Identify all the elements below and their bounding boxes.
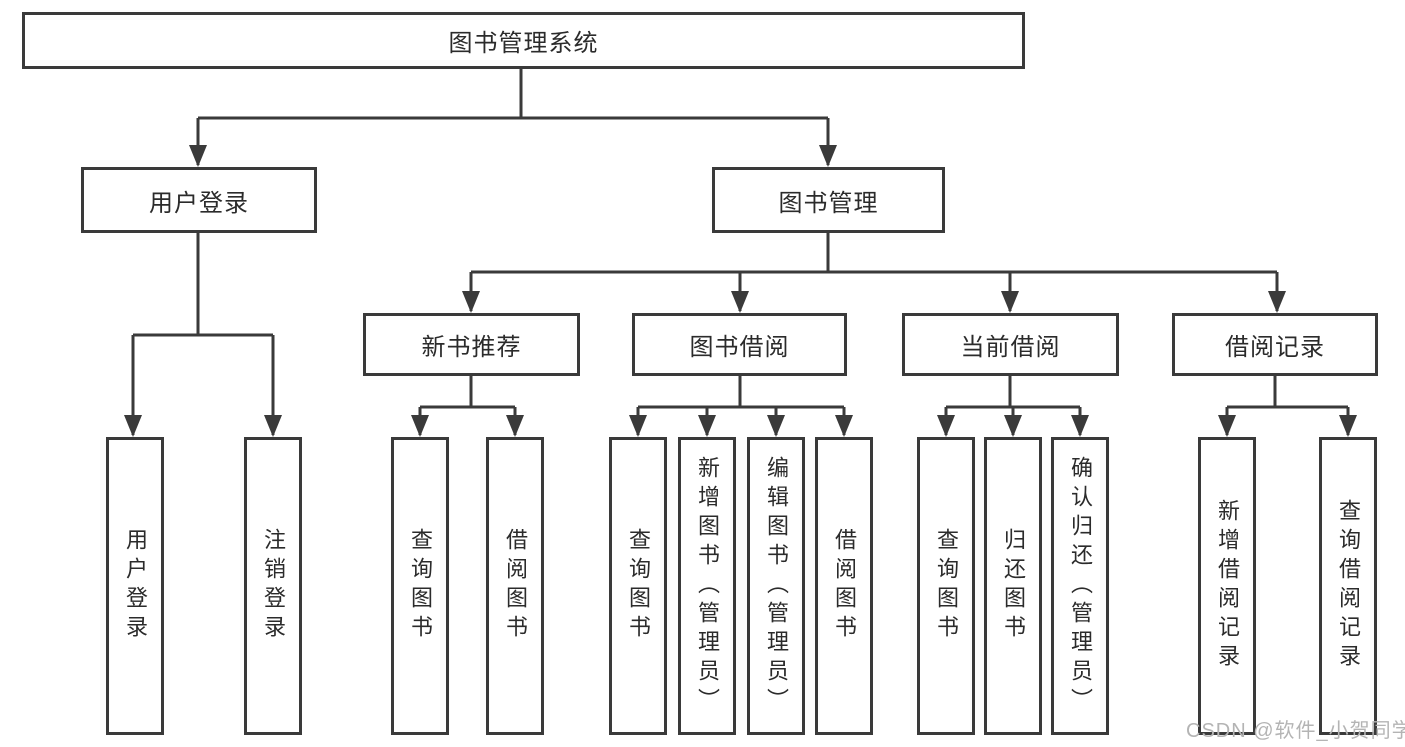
node-label: 查询图书 (934, 528, 959, 644)
node-new-book-recommend: 新书推荐 (363, 313, 580, 376)
node-label: 新增借阅记录 (1215, 499, 1240, 673)
node-label: 注销登录 (261, 528, 286, 644)
node-label: 查询图书 (626, 528, 651, 644)
leaf-confirm-return-admin: 确认归还（管理员） (1051, 437, 1109, 735)
node-borrow-records: 借阅记录 (1172, 313, 1378, 376)
node-label: 借阅图书 (503, 528, 528, 644)
node-label: 图书借阅 (689, 334, 790, 361)
node-label: 新增图书（管理员） (695, 455, 720, 717)
node-label: 当前借阅 (960, 334, 1061, 361)
leaf-user-login: 用户登录 (106, 437, 164, 735)
leaf-logout: 注销登录 (244, 437, 302, 735)
leaf-add-books-admin: 新增图书（管理员） (678, 437, 736, 735)
node-label: 归还图书 (1001, 528, 1026, 644)
node-book-borrow: 图书借阅 (632, 313, 847, 376)
node-label: 用户登录 (123, 528, 148, 644)
node-root-system: 图书管理系统 (22, 12, 1025, 69)
arrow-down-icon (124, 145, 1357, 437)
leaf-add-borrow-record: 新增借阅记录 (1198, 437, 1256, 735)
node-label: 用户登录 (149, 189, 249, 217)
node-label: 编辑图书（管理员） (764, 455, 789, 717)
node-label: 图书管理系统 (448, 30, 599, 57)
leaf-query-books-recommend: 查询图书 (391, 437, 449, 735)
csdn-watermark: CSDN @软件_小贺同学 (1186, 720, 1405, 742)
node-user-login: 用户登录 (81, 167, 317, 233)
node-label: 查询借阅记录 (1336, 499, 1361, 673)
node-label: 图书管理 (778, 189, 879, 217)
node-label: 借阅图书 (832, 528, 857, 644)
leaf-borrow-books: 借阅图书 (815, 437, 873, 735)
leaf-return-books: 归还图书 (984, 437, 1042, 735)
node-label: 确认归还（管理员） (1068, 455, 1093, 717)
node-label: 新书推荐 (421, 334, 522, 361)
node-label: 借阅记录 (1225, 334, 1325, 361)
leaf-query-books-borrow: 查询图书 (609, 437, 667, 735)
node-label: 查询图书 (408, 528, 433, 644)
leaf-borrow-books-recommend: 借阅图书 (486, 437, 544, 735)
node-current-borrow: 当前借阅 (902, 313, 1119, 376)
leaf-query-books-current: 查询图书 (917, 437, 975, 735)
leaf-edit-books-admin: 编辑图书（管理员） (747, 437, 805, 735)
node-book-management: 图书管理 (712, 167, 945, 233)
leaf-query-borrow-record: 查询借阅记录 (1319, 437, 1377, 735)
tree-edges (131, 69, 1350, 435)
